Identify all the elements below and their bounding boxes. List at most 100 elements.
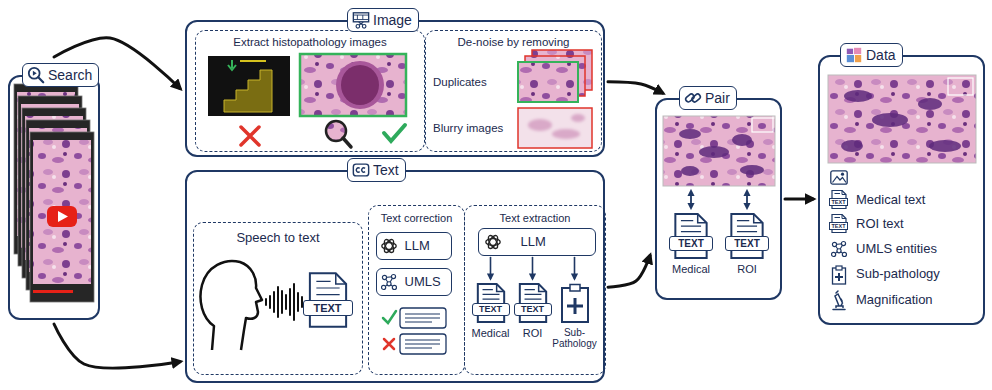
step-box: Text extractionLLMTEXTMedicalTEXTROISub-… — [464, 205, 606, 375]
text-panel: TextSpeech to textTEXTText correctionLLM… — [185, 170, 605, 383]
clipboard-icon: Sub-Pathology — [559, 283, 591, 323]
blurry-image — [571, 114, 585, 122]
check-list-icon — [405, 314, 440, 348]
duplicate-images — [518, 50, 592, 102]
blurry-image — [518, 108, 592, 148]
flow-arrow — [608, 82, 663, 93]
step-box: De-noise by removingDuplicatesBlurry ima… — [425, 30, 602, 152]
document-icon: TEXT — [306, 272, 350, 328]
pair-image — [663, 116, 775, 186]
histology-slide — [336, 61, 384, 109]
panel-tab: Pair — [679, 86, 737, 110]
data-image — [841, 90, 961, 152]
item-label: Duplicates — [433, 76, 487, 90]
item-label: Sub-pathology — [856, 266, 940, 282]
panel-icon — [352, 11, 370, 29]
step-box: Text correctionLLM UMLS — [368, 205, 465, 375]
step-box: Extract histopathology images — [195, 30, 425, 152]
document-caption: Sub-Pathology — [548, 327, 602, 350]
panel-tab: Image — [347, 8, 419, 32]
slide-thumbnail — [240, 60, 266, 62]
video-stack — [26, 120, 90, 290]
panel-title: Text — [373, 162, 399, 179]
step-box: Speech to textTEXT — [193, 222, 363, 375]
check-list-icon — [383, 308, 446, 354]
data-image — [828, 75, 976, 163]
document-icon — [496, 283, 504, 291]
flow-arrow — [490, 258, 492, 279]
document-icon: TEXTROI — [728, 213, 766, 259]
field-icon — [832, 242, 847, 257]
tool-box: LLM — [478, 228, 596, 256]
blurry-image — [552, 129, 580, 139]
document-tag: TEXT — [725, 236, 769, 251]
video-stack — [58, 211, 68, 222]
pair-panel: PairTEXTMedicalTEXTROI — [655, 98, 782, 300]
pair-image — [663, 116, 775, 186]
document-icon: TEXTMedical — [672, 213, 710, 259]
umls-icon — [382, 275, 397, 290]
data-image — [948, 78, 973, 95]
check-list-icon — [384, 339, 394, 349]
duplicate-images — [518, 62, 578, 102]
panel-icon — [27, 66, 45, 84]
sound-wave — [266, 284, 302, 320]
slide-thumbnail — [228, 60, 236, 70]
clipboard-icon — [570, 284, 580, 291]
data-image — [844, 90, 872, 102]
flow-arrow — [574, 258, 576, 279]
field-icon — [833, 291, 845, 310]
llm-icon — [382, 238, 396, 254]
data-panel: DataTEXTMedical textTEXTROI textUMLS ent… — [818, 55, 985, 325]
video-stack — [30, 132, 94, 302]
llm-icon — [486, 234, 500, 250]
document-caption: ROI — [717, 263, 777, 276]
panel-icon — [352, 161, 370, 179]
step-title: Extract histopathology images — [196, 36, 424, 50]
step-title: Speech to text — [194, 230, 362, 246]
source-panel: Search — [8, 75, 100, 320]
document-tag: TEXT — [514, 303, 552, 317]
step-title: Text extraction — [465, 212, 605, 225]
data-image — [841, 140, 863, 152]
histology-slide — [300, 54, 406, 116]
field-icon — [833, 266, 846, 284]
panel-tab: Data — [840, 43, 903, 67]
accept-mark — [384, 125, 405, 141]
sound-wave — [266, 284, 302, 320]
panel-icon — [29, 68, 43, 82]
llm-icon — [486, 234, 500, 250]
pair-arrow — [691, 191, 747, 208]
flow-arrow — [785, 198, 813, 201]
clipboard-icon — [567, 298, 583, 314]
data-image — [929, 140, 961, 152]
panel-title: Pair — [705, 90, 730, 107]
magnifier-icon — [326, 121, 351, 147]
slide-thumbnail — [208, 56, 290, 116]
panel-tab: Search — [22, 63, 99, 87]
document-icon — [681, 221, 701, 232]
panel-icon — [685, 93, 702, 103]
blurry-image — [518, 108, 592, 148]
clipboard-icon — [559, 283, 591, 323]
reject-mark — [241, 127, 259, 145]
item-label: LLM — [521, 234, 546, 250]
document-tag: TEXT — [829, 198, 848, 206]
speaker-head — [201, 261, 263, 350]
document-icon — [698, 214, 707, 223]
video-stack — [47, 206, 77, 227]
magnifier-icon — [343, 138, 351, 147]
check-list-icon — [383, 311, 396, 323]
data-image — [918, 98, 942, 110]
document-icon — [524, 289, 541, 299]
blurry-image — [528, 119, 552, 131]
item-label: LLM — [405, 238, 430, 254]
document-icon — [754, 214, 763, 223]
step-title: Text correction — [369, 212, 464, 225]
document-icon: TEXTROI — [517, 283, 549, 323]
histology-slide — [300, 54, 406, 116]
step-title: De-noise by removing — [426, 36, 601, 50]
pair-image — [740, 165, 764, 175]
panel-title: Data — [866, 47, 896, 64]
tool-box: UMLS — [376, 268, 452, 296]
